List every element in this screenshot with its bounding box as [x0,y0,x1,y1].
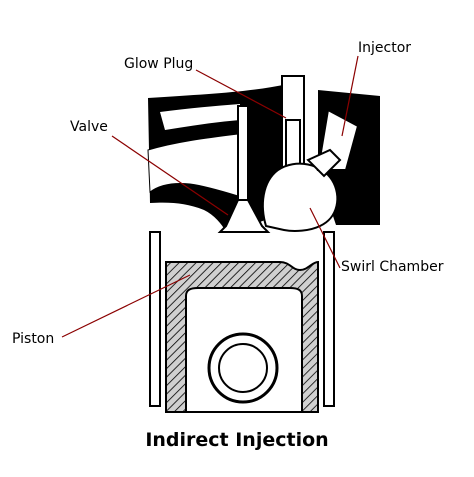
leader-glow-plug [195,69,287,119]
valve [217,105,271,233]
diagram-title: Indirect Injection [145,429,329,451]
leader-lines [61,55,359,338]
swirl-chamber [261,162,339,232]
cylinder-walls [149,231,335,407]
swirl-chamber-label: Swirl Chamber [341,259,444,275]
leader-swirl-chamber [309,207,341,269]
injector-label: Injector [358,40,412,56]
injector [306,108,360,178]
piston-label: Piston [12,331,55,347]
glow-plug-label: Glow Plug [124,56,194,72]
piston [165,260,319,413]
leader-valve [111,135,229,216]
valve-label: Valve [70,119,108,135]
leader-piston [61,274,191,338]
leader-injector [341,55,359,137]
